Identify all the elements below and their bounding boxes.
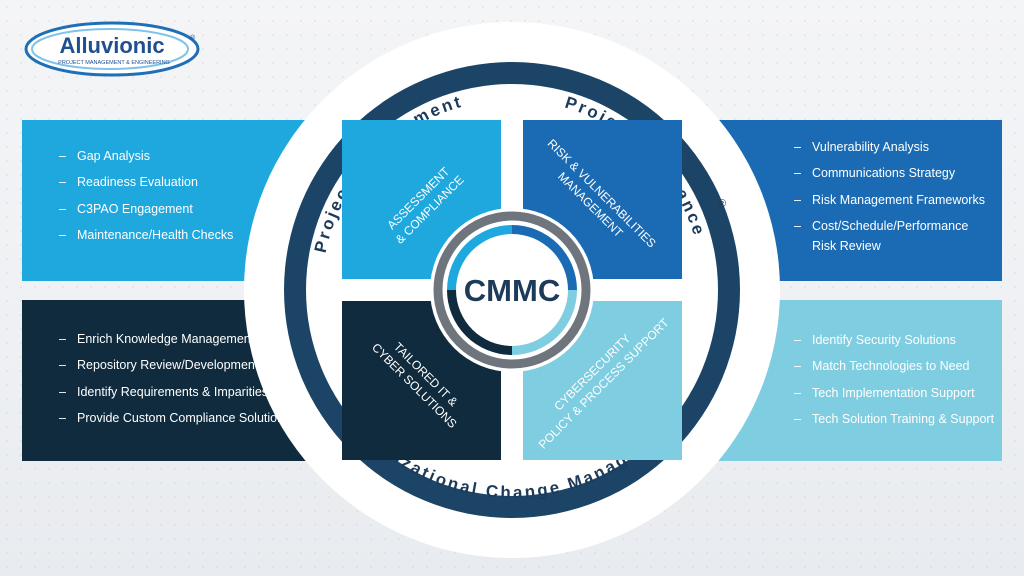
list-item: –Vulnerability Analysis — [794, 137, 1002, 157]
list-item-text: Identify Security Solutions — [812, 333, 956, 347]
bullet-dash: – — [794, 385, 801, 400]
list-item: –Risk Management Frameworks — [794, 190, 1002, 210]
bullet-dash: – — [59, 332, 66, 346]
list-item-text: Gap Analysis — [77, 149, 150, 163]
list-item-text: Communications Strategy — [812, 166, 956, 181]
center-label: CMMC — [464, 273, 560, 308]
list-item: –Tech Implementation Support — [794, 380, 1002, 406]
list-item: –Communications Strategy — [794, 163, 1002, 183]
list-item: –Match Technologies to Need — [794, 353, 1002, 379]
list-item: –Readiness Evaluation — [59, 169, 312, 195]
bullet-dash: – — [59, 411, 66, 426]
logo-tagline: PROJECT MANAGEMENT & ENGINEERING — [58, 60, 170, 66]
logo-wordmark: Alluvionic — [59, 33, 164, 58]
list-item-text: Tech Solution Training & Support — [812, 412, 995, 427]
list-item-text: C3PAO Engagement — [77, 201, 193, 216]
bullet-dash: – — [59, 149, 66, 163]
list-item-text: Enrich Knowledge Management — [77, 332, 255, 346]
bullet-dash: – — [59, 384, 66, 399]
list-item-text: Risk Management Frameworks — [812, 192, 985, 207]
list-item-text: Identify Requirements & Imparities — [77, 384, 269, 399]
list-item: –Enrich Knowledge Management — [59, 326, 312, 352]
bullet-dash: – — [794, 166, 801, 181]
list-item-text: Vulnerability Analysis — [812, 140, 929, 154]
bullet-dash: – — [794, 333, 801, 347]
list-item-text: Maintenance/Health Checks — [77, 228, 234, 243]
bullet-dash: – — [59, 201, 66, 216]
alluvionic-logo: Alluvionic ® PROJECT MANAGEMENT & ENGINE… — [24, 21, 200, 77]
bullet-dash: – — [59, 175, 66, 190]
logo-swoosh-inner — [31, 28, 189, 70]
list-item: –C3PAO Engagement — [59, 196, 312, 222]
list-item-text: Readiness Evaluation — [77, 175, 198, 190]
list-item: –Maintenance/Health Checks — [59, 222, 312, 248]
list-item-text: Match Technologies to Need — [812, 359, 970, 374]
logo-registered: ® — [190, 34, 196, 42]
registered-mark: ® — [718, 198, 726, 210]
bullet-dash: – — [794, 412, 801, 427]
list-item-text: Repository Review/Development — [77, 358, 259, 373]
list-item: –Cost/Schedule/Performance Risk Review — [794, 216, 1002, 256]
list-item-text: Provide Custom Compliance Solution — [77, 411, 285, 426]
logo-swoosh — [24, 21, 200, 77]
bullet-dash: – — [794, 359, 801, 374]
list-item: –Identify Requirements & Imparities — [59, 379, 312, 405]
inner-ring — [433, 211, 591, 369]
bullet-dash: – — [794, 140, 801, 154]
list-item: –Gap Analysis — [59, 143, 312, 169]
bullet-dash: – — [794, 192, 801, 207]
list-item: –Identify Security Solutions — [794, 327, 1002, 353]
bullet-dash: – — [59, 228, 66, 243]
list-item-text: Tech Implementation Support — [812, 385, 975, 400]
list-item: –Provide Custom Compliance Solution — [59, 405, 312, 431]
bullet-dash: – — [794, 219, 801, 234]
list-item: –Tech Solution Training & Support — [794, 406, 1002, 432]
center-disc — [456, 234, 568, 346]
bullet-dash: – — [59, 358, 66, 373]
list-item-text: Cost/Schedule/Performance Risk Review — [812, 219, 969, 254]
list-item: –Repository Review/Development — [59, 352, 312, 378]
